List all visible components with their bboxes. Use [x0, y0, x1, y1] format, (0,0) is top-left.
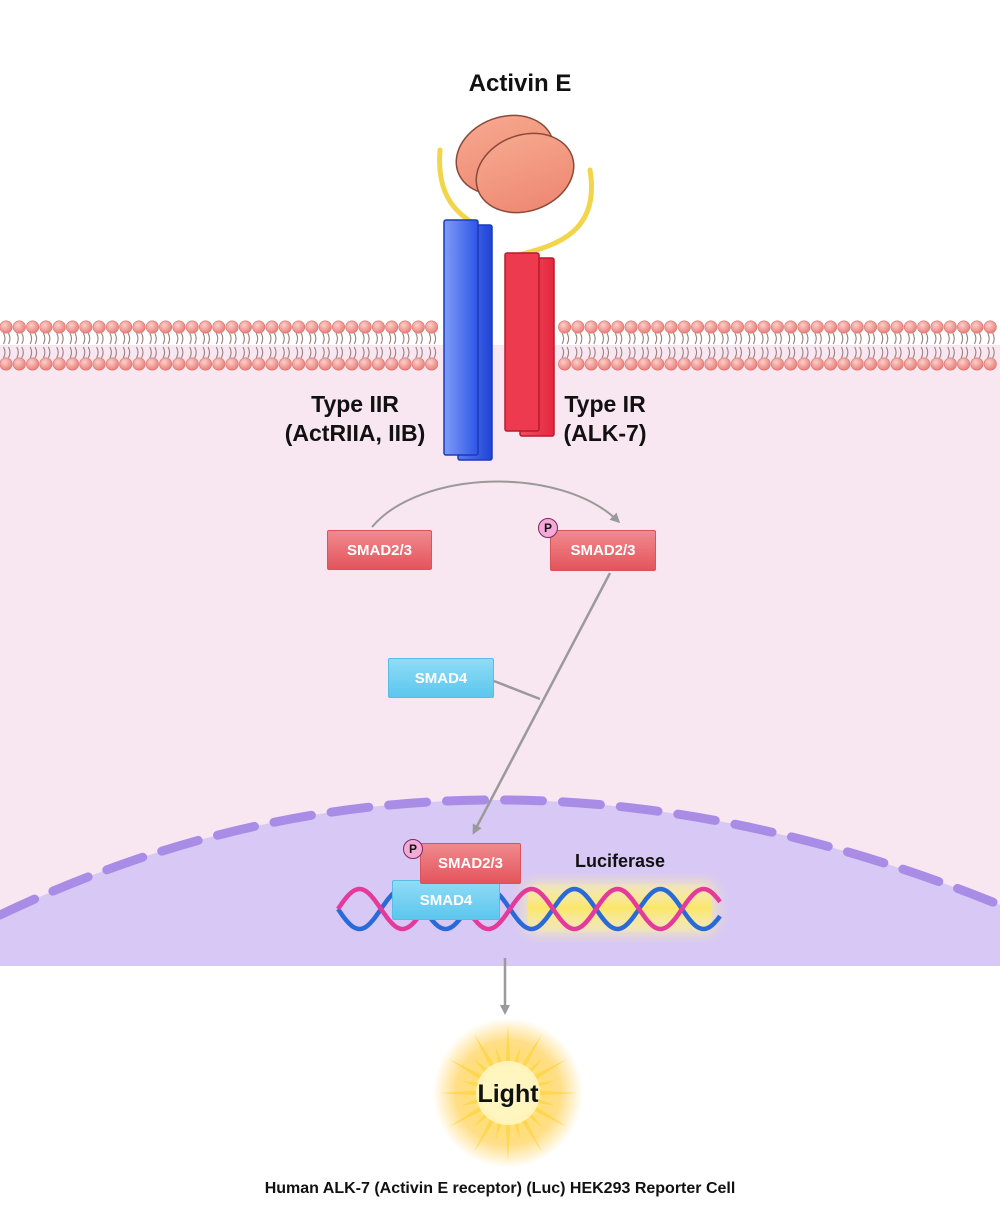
nuclear-translocation-arrow [472, 572, 612, 835]
ligand-linker-right [515, 167, 594, 258]
smad23-inactive-box: SMAD2/3 [327, 530, 432, 570]
type-i-receptor-label: Type IR (ALK-7) [555, 390, 655, 448]
light-label: Light [477, 1080, 539, 1108]
figure-caption: Human ALK-7 (Activin E receptor) (Luc) H… [264, 1180, 736, 1197]
phospho-badge-nucleus: P [403, 839, 423, 859]
phospho-badge: P [538, 518, 558, 538]
type-i-receptor-title: Type IR [564, 391, 646, 417]
smad4-cytoplasm-box: SMAD4 [388, 658, 494, 698]
nuclear-envelope [0, 795, 1000, 920]
smad23-nucleus-box: SMAD2/3 [420, 843, 521, 884]
type-ii-receptor-label: Type IIR (ActRIIA, IIB) [260, 390, 450, 448]
phosphorylation-arrow [371, 480, 621, 528]
type-i-receptor [504, 252, 555, 437]
type-ii-receptor-title: Type IIR [311, 391, 399, 417]
smad4-binding-line [493, 679, 541, 701]
smad23-phosphorylated-box: SMAD2/3 [550, 530, 656, 571]
light-burst-icon [433, 1018, 583, 1168]
ligand-label: Activin E [468, 70, 572, 97]
smad4-nucleus-box: SMAD4 [392, 880, 500, 920]
type-ii-receptor [443, 219, 493, 461]
dna-strand [336, 880, 722, 936]
activin-e-ligand [455, 114, 575, 214]
luciferase-label: Luciferase [574, 851, 666, 871]
plasma-membrane [0, 320, 997, 371]
type-i-receptor-subtitle: (ALK-7) [563, 420, 647, 446]
type-ii-receptor-subtitle: (ActRIIA, IIB) [284, 420, 426, 446]
